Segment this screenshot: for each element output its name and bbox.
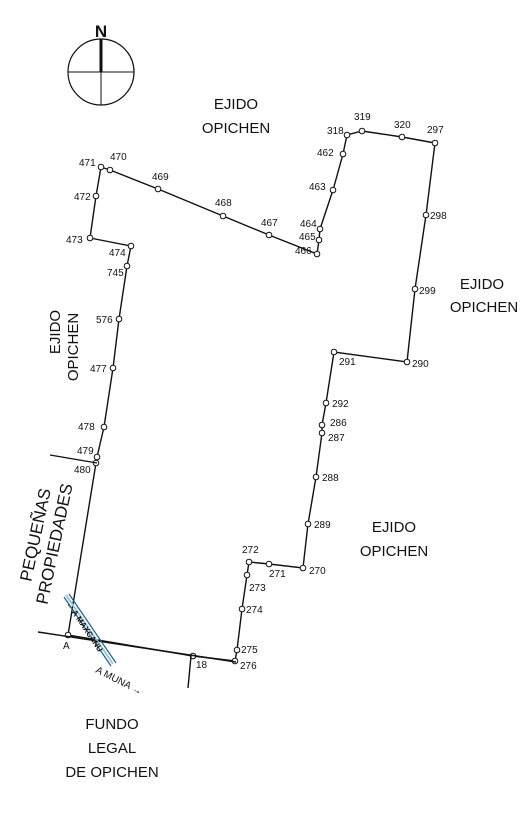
vertex-marker-576 bbox=[115, 315, 123, 323]
vertex-label-471: 471 bbox=[79, 158, 96, 169]
vertex-label-320: 320 bbox=[394, 120, 411, 131]
vertex-label-464: 464 bbox=[300, 219, 317, 230]
vertex-label-576: 576 bbox=[96, 315, 113, 326]
vertex-marker-479 bbox=[93, 453, 101, 461]
vertex-marker-465 bbox=[315, 236, 323, 244]
vertex-marker-272 bbox=[245, 558, 253, 566]
vertex-marker-291 bbox=[330, 348, 338, 356]
vertex-label-276: 276 bbox=[240, 661, 257, 672]
vertex-label-318: 318 bbox=[327, 126, 344, 137]
boundary-layer: 471 470 469 468 467 466 465 464 463 462 318 319 320 2… bbox=[63, 112, 447, 672]
vertex-label-472: 472 bbox=[74, 192, 91, 203]
vertex-label-474: 474 bbox=[109, 248, 126, 259]
vertex-label-473: 473 bbox=[66, 235, 83, 246]
region-fundo-line2: LEGAL bbox=[88, 740, 136, 757]
vertex-marker-298 bbox=[422, 211, 430, 219]
vertex-marker-271 bbox=[265, 560, 273, 568]
vertex-marker-471 bbox=[97, 163, 105, 171]
vertex-label-466: 466 bbox=[295, 246, 312, 257]
vertex-label-275: 275 bbox=[241, 645, 258, 656]
region-fundo-line1: FUNDO bbox=[85, 716, 138, 733]
vertex-label-480: 480 bbox=[74, 465, 91, 476]
vertex-label-467: 467 bbox=[261, 218, 278, 229]
vertex-marker-478 bbox=[100, 423, 108, 431]
vertex-marker-467 bbox=[265, 231, 273, 239]
vertex-label-319: 319 bbox=[354, 112, 371, 123]
vertex-marker-469 bbox=[154, 185, 162, 193]
vertex-marker-320 bbox=[398, 133, 406, 141]
vertex-marker-292 bbox=[322, 399, 330, 407]
vertex-label-462: 462 bbox=[317, 148, 334, 159]
vertex-marker-319 bbox=[358, 127, 366, 135]
vertex-marker-270 bbox=[299, 564, 307, 572]
vertex-label-287: 287 bbox=[328, 433, 345, 444]
vertex-label-288: 288 bbox=[322, 473, 339, 484]
vertex-marker-273 bbox=[243, 571, 251, 579]
vertex-label-272: 272 bbox=[242, 545, 259, 556]
compass-rose: N bbox=[67, 22, 135, 106]
vertex-marker-275 bbox=[233, 646, 241, 654]
vertex-label-274: 274 bbox=[246, 605, 263, 616]
region-ejido-left-line1: EJIDO bbox=[47, 310, 64, 354]
vertex-label-478: 478 bbox=[78, 422, 95, 433]
vertex-label-A: A bbox=[63, 641, 70, 652]
vertex-marker-299 bbox=[411, 285, 419, 293]
vertex-label-297: 297 bbox=[427, 125, 444, 136]
vertex-label-299: 299 bbox=[419, 286, 436, 297]
vertex-marker-464 bbox=[316, 225, 324, 233]
vertex-marker-474 bbox=[127, 242, 135, 250]
vertex-label-477: 477 bbox=[90, 364, 107, 375]
road-label-muna: A MUNA → bbox=[94, 665, 144, 698]
vertex-label-286: 286 bbox=[330, 418, 347, 429]
region-ejido-right-line2: OPICHEN bbox=[450, 299, 518, 316]
vertex-label-468: 468 bbox=[215, 198, 232, 209]
vertex-marker-462 bbox=[339, 150, 347, 158]
vertex-marker-745 bbox=[123, 262, 131, 270]
vertex-label-289: 289 bbox=[314, 520, 331, 531]
region-ejido-right-line1: EJIDO bbox=[460, 276, 504, 293]
vertex-marker-318 bbox=[343, 131, 351, 139]
region-ejido-top-line1: EJIDO bbox=[214, 96, 258, 113]
property-boundary bbox=[67, 130, 436, 662]
vertex-label-291: 291 bbox=[339, 357, 356, 368]
vertex-marker-297 bbox=[431, 139, 439, 147]
region-ejido-mid-line1: EJIDO bbox=[372, 519, 416, 536]
vertex-label-463: 463 bbox=[309, 182, 326, 193]
north-label: N bbox=[95, 22, 107, 41]
road-lines bbox=[37, 454, 237, 689]
vertex-label-745: 745 bbox=[107, 268, 124, 279]
vertex-label-298: 298 bbox=[430, 211, 447, 222]
vertex-label-290: 290 bbox=[412, 359, 429, 370]
region-fundo-line3: DE OPICHEN bbox=[65, 764, 158, 781]
region-ejido-left-line2: OPICHEN bbox=[65, 313, 82, 381]
vertex-marker-473 bbox=[86, 234, 94, 242]
vertex-label-465: 465 bbox=[299, 232, 316, 243]
vertex-label-470: 470 bbox=[110, 152, 127, 163]
vertex-label-479: 479 bbox=[77, 446, 94, 457]
region-ejido-mid-line2: OPICHEN bbox=[360, 543, 428, 560]
vertex-marker-477 bbox=[109, 364, 117, 372]
vertex-marker-289 bbox=[304, 520, 312, 528]
road-label-maxcanu: ← A MAXCANU bbox=[64, 600, 104, 654]
vertex-label-18: 18 bbox=[196, 660, 208, 671]
vertex-label-273: 273 bbox=[249, 583, 266, 594]
vertex-marker-287 bbox=[318, 429, 326, 437]
vertex-marker-288 bbox=[312, 473, 320, 481]
vertex-marker-463 bbox=[329, 186, 337, 194]
vertex-marker-472 bbox=[92, 192, 100, 200]
vertex-label-271: 271 bbox=[269, 569, 286, 580]
vertex-marker-274 bbox=[238, 605, 246, 613]
vertex-label-469: 469 bbox=[152, 172, 169, 183]
vertex-marker-466 bbox=[313, 250, 321, 258]
vertex-marker-290 bbox=[403, 358, 411, 366]
vertex-label-270: 270 bbox=[309, 566, 326, 577]
vertex-marker-468 bbox=[219, 212, 227, 220]
vertex-marker-286 bbox=[318, 421, 326, 429]
region-ejido-top-line2: OPICHEN bbox=[202, 120, 270, 137]
vertex-label-292: 292 bbox=[332, 399, 349, 410]
vertex-marker-470 bbox=[106, 166, 114, 174]
